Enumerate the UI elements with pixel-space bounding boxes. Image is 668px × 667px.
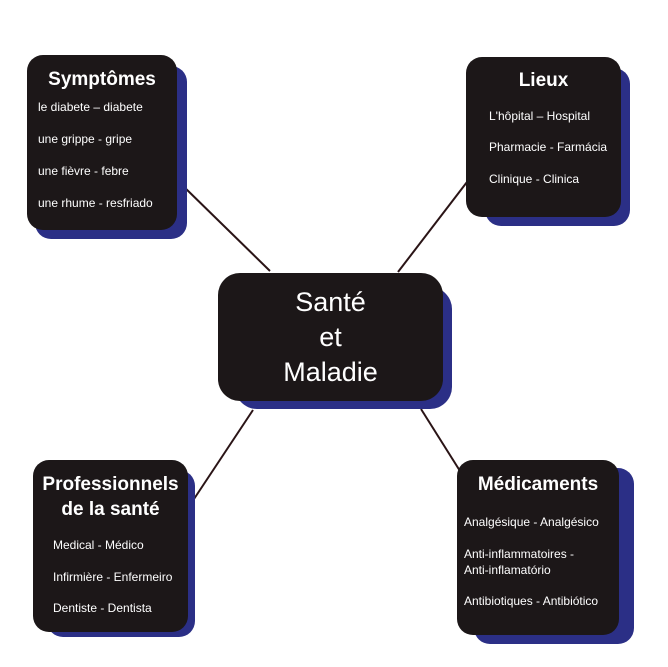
professionnels-title: de la santé [61,499,160,520]
center-title-line: et [319,322,342,352]
symptomes-node: Symptômes le diabete – diabete une gripp… [27,55,177,230]
professionnels-title: Professionnels [42,474,179,495]
connector-symptomes [179,182,271,272]
professionnels-item: Infirmière - Enfermeiro [53,570,173,584]
professionnels-node: Professionnels de la santé Medical - Méd… [33,460,188,632]
connector-medicaments [420,408,461,472]
medicaments-item: Anti-inflammatoires - [464,547,575,561]
medicaments-node: Médicaments Analgésique - Analgésico Ant… [457,460,619,635]
medicaments-item: Analgésique - Analgésico [464,515,599,529]
symptomes-item: une grippe - gripe [38,132,133,146]
lieux-item: L'hôpital – Hospital [489,109,591,123]
symptomes-item: une fièvre - febre [38,164,129,178]
symptomes-item: le diabete – diabete [38,100,143,114]
lieux-node: Lieux L'hôpital – Hospital Pharmacie - F… [466,57,621,217]
center-title-line: Santé [295,287,366,317]
symptomes-title: Symptômes [48,69,156,90]
connector-lieux [397,181,468,273]
lieux-item: Clinique - Clinica [489,172,580,186]
professionnels-item: Medical - Médico [53,538,144,552]
lieux-item: Pharmacie - Farmácia [489,140,608,154]
medicaments-item: Anti-inflamatório [464,563,551,577]
center-title-line: Maladie [283,357,378,387]
lieux-title: Lieux [518,70,569,91]
medicaments-item: Antibiotiques - Antibiótico [464,594,599,608]
connector-professionnels [189,409,254,506]
symptomes-item: une rhume - resfriado [38,196,153,210]
medicaments-title: Médicaments [477,474,599,495]
center-node: Santé et Maladie [218,273,443,401]
professionnels-item: Dentiste - Dentista [53,601,152,615]
